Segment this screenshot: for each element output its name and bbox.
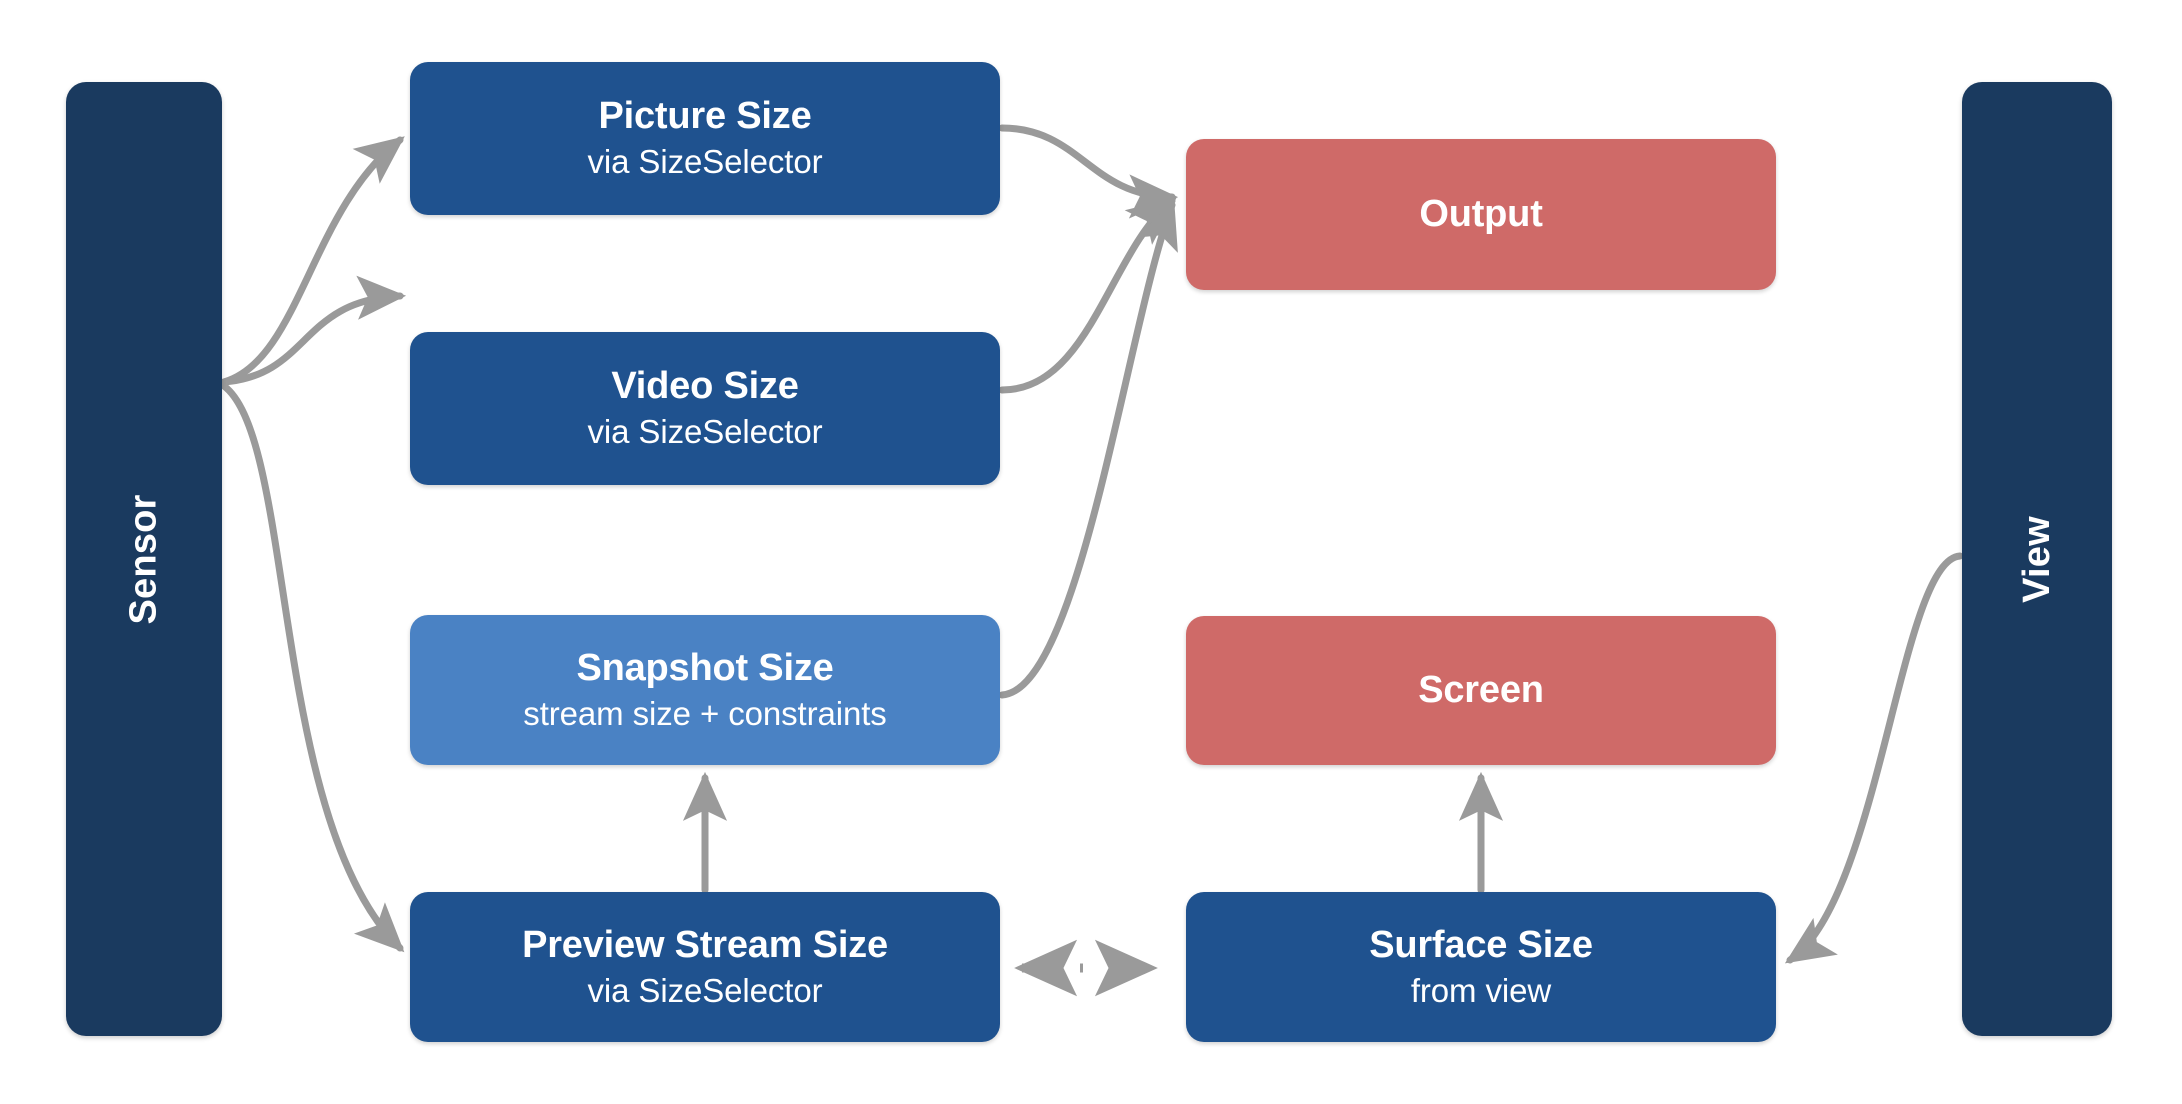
lane-sensor[interactable]: Sensor (66, 82, 222, 1036)
lane-view[interactable]: View (1962, 82, 2112, 1036)
edge-sensor-to-picture (220, 136, 405, 386)
edge-picture-to-output (998, 124, 1179, 219)
edge-snapshot-to-output (998, 199, 1178, 699)
node-snapshot-size-title: Snapshot Size (576, 646, 834, 689)
node-picture-size[interactable]: Picture Size via SizeSelector (410, 62, 1000, 215)
edge-sensor-to-video (220, 275, 407, 386)
node-picture-size-title: Picture Size (598, 95, 812, 138)
node-surface-size[interactable]: Surface Size from view (1186, 892, 1776, 1042)
node-preview-stream-size-subtitle: via SizeSelector (587, 971, 823, 1009)
node-surface-size-title: Surface Size (1369, 923, 1593, 966)
edge-view-to-surface (1784, 552, 1964, 964)
node-output-title: Output (1419, 192, 1543, 235)
node-snapshot-size[interactable]: Snapshot Size stream size + constraints (410, 615, 1000, 765)
node-video-size-subtitle: via SizeSelector (587, 413, 823, 451)
lane-view-label: View (2015, 515, 2058, 603)
node-screen[interactable]: Screen (1186, 616, 1776, 765)
node-picture-size-subtitle: via SizeSelector (587, 143, 823, 181)
node-preview-stream-size-title: Preview Stream Size (522, 923, 888, 966)
node-output[interactable]: Output (1186, 139, 1776, 290)
node-video-size-title: Video Size (611, 365, 799, 408)
edge-video-to-output (998, 197, 1177, 394)
node-preview-stream-size[interactable]: Preview Stream Size via SizeSelector (410, 892, 1000, 1042)
node-video-size[interactable]: Video Size via SizeSelector (410, 332, 1000, 485)
node-surface-size-subtitle: from view (1410, 971, 1552, 1009)
node-snapshot-size-subtitle: stream size + constraints (523, 694, 887, 732)
edge-sensor-to-preview (220, 382, 405, 953)
node-screen-title: Screen (1418, 668, 1544, 711)
lane-sensor-label: Sensor (122, 493, 165, 625)
